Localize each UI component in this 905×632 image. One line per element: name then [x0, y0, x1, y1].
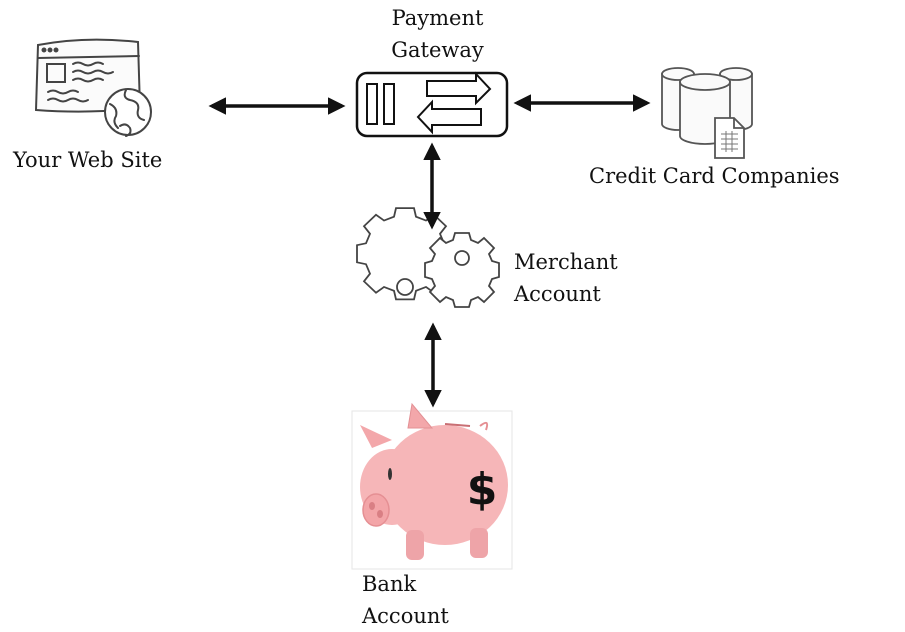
bank-label-line1: Bank — [362, 572, 417, 596]
merchant-label-line1: Merchant — [514, 250, 618, 274]
gateway-label-line1: Payment — [391, 6, 484, 30]
gears-icon — [356, 207, 500, 308]
merchant-label: Merchant Account — [514, 246, 618, 310]
web-site-label: Your Web Site — [13, 148, 163, 172]
payment-gateway-icon — [355, 71, 509, 138]
website-globe-icon — [34, 38, 152, 137]
bank-label-line2: Account — [362, 604, 449, 628]
bank-label: Bank Account — [362, 568, 449, 632]
piggy-bank-icon: $ — [351, 402, 513, 570]
credit-card-companies-label: Credit Card Companies — [589, 164, 840, 188]
merchant-label-line2: Account — [514, 282, 601, 306]
gateway-label-line2: Gateway — [391, 38, 484, 62]
database-cylinders-icon — [661, 67, 753, 159]
gateway-label: Payment Gateway — [375, 2, 500, 66]
dollar-sign: $ — [467, 464, 498, 515]
